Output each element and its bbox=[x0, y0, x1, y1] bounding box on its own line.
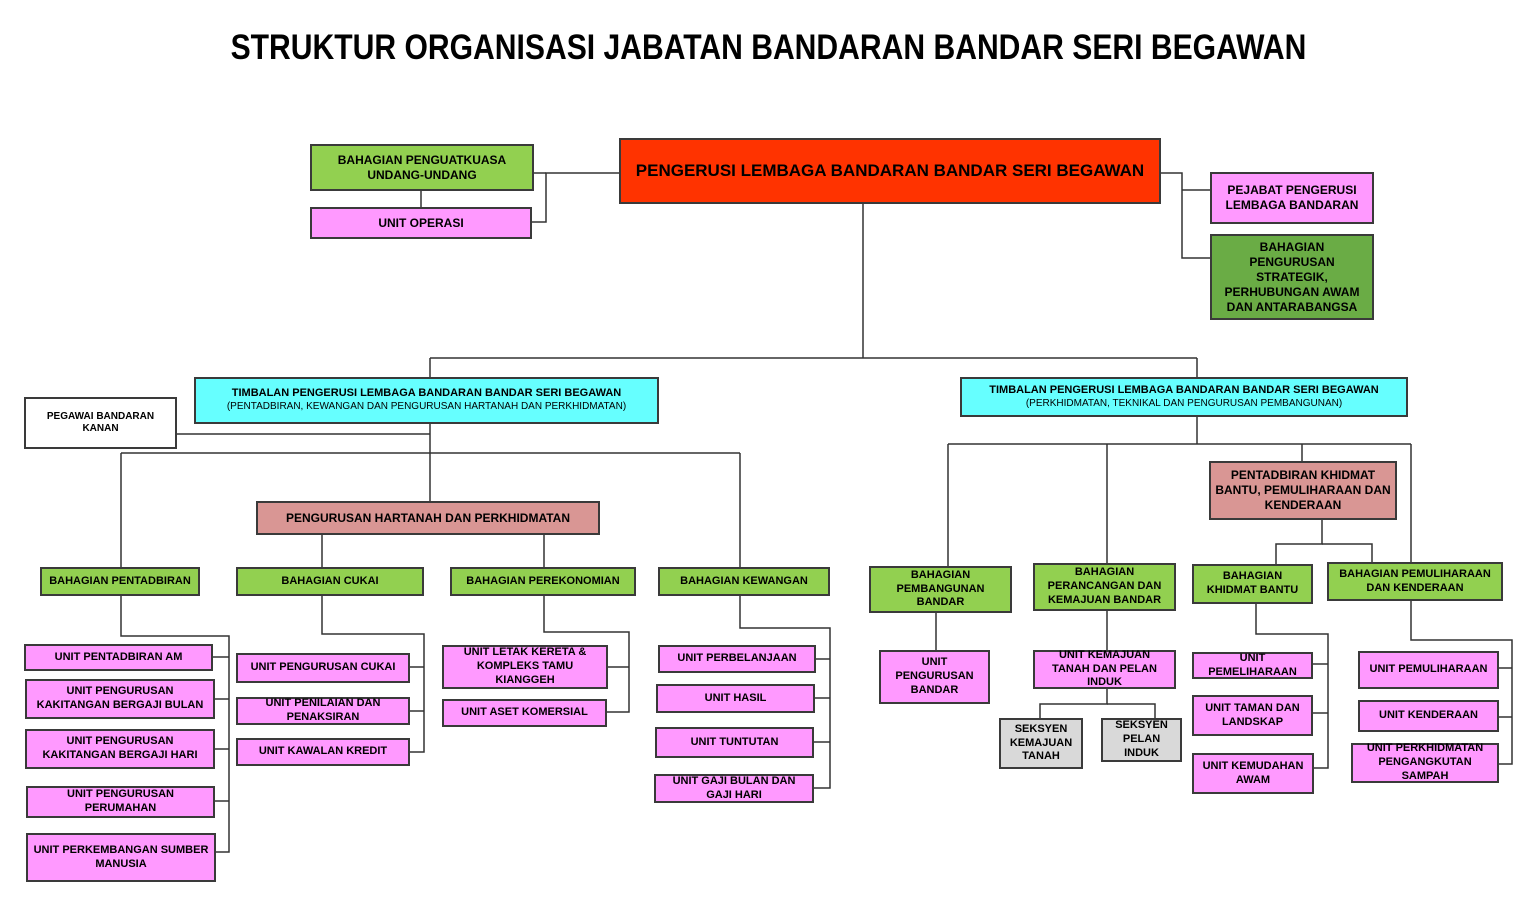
finance-division-box: BAHAGIAN KEWANGAN bbox=[658, 567, 830, 596]
support-unit-box: UNIT KEMUDAHAN AWAM bbox=[1192, 753, 1314, 794]
support-division-box: BAHAGIAN KHIDMAT BANTU bbox=[1192, 564, 1313, 604]
admin-unit-box: UNIT PENGURUSAN PERUMAHAN bbox=[26, 786, 215, 818]
excise-unit-box: UNIT KAWALAN KREDIT bbox=[236, 738, 410, 766]
finance-unit-box: UNIT TUNTUTAN bbox=[655, 727, 814, 758]
right-deputy-box: TIMBALAN PENGERUSI LEMBAGA BANDARAN BAND… bbox=[960, 377, 1408, 417]
finance-unit-box: UNIT GAJI BULAN DAN GAJI HARI bbox=[654, 774, 814, 803]
development-division-box: BAHAGIAN PEMBANGUNAN BANDAR bbox=[869, 566, 1012, 613]
excise-unit-box: UNIT PENILAIAN DAN PENAKSIRAN bbox=[236, 697, 410, 725]
property-management-box: PENGURUSAN HARTANAH DAN PERKHIDMATAN bbox=[256, 501, 600, 535]
conservation-unit-box: UNIT KENDERAAN bbox=[1358, 700, 1499, 732]
conservation-unit-box: UNIT PERKHIDMATAN PENGANGKUTAN SAMPAH bbox=[1351, 742, 1499, 783]
finance-unit-box: UNIT HASIL bbox=[656, 684, 815, 713]
right-deputy-title: TIMBALAN PENGERUSI LEMBAGA BANDARAN BAND… bbox=[989, 383, 1379, 396]
planning-section-box: SEKSYEN KEMAJUAN TANAH bbox=[999, 718, 1083, 769]
enforcement-division-box: BAHAGIAN PENGUATKUASA UNDANG-UNDANG bbox=[310, 144, 534, 191]
left-deputy-subtitle: (PENTADBIRAN, KEWANGAN DAN PENGURUSAN HA… bbox=[226, 401, 627, 413]
left-deputy-title: TIMBALAN PENGERUSI LEMBAGA BANDARAN BAND… bbox=[231, 387, 622, 400]
admin-unit-box: UNIT PENGURUSAN KAKITANGAN BERGAJI BULAN bbox=[25, 679, 215, 719]
support-admin-box: PENTADBIRAN KHIDMAT BANTU, PEMULIHARAAN … bbox=[1209, 461, 1397, 520]
support-unit-box: UNIT TAMAN DAN LANDSKAP bbox=[1192, 695, 1313, 736]
admin-unit-box: UNIT PENGURUSAN KAKITANGAN BERGAJI HARI bbox=[25, 729, 215, 769]
left-deputy-box: TIMBALAN PENGERUSI LEMBAGA BANDARAN BAND… bbox=[194, 377, 659, 424]
excise-unit-box: UNIT PENGURUSAN CUKAI bbox=[236, 653, 410, 683]
economy-unit-box: UNIT LETAK KERETA & KOMPLEKS TAMU KIANGG… bbox=[442, 645, 608, 689]
development-unit-box: UNIT PENGURUSAN BANDAR bbox=[879, 650, 990, 704]
economy-unit-box: UNIT ASET KOMERSIAL bbox=[442, 699, 607, 727]
excise-division-box: BAHAGIAN CUKAI bbox=[236, 567, 424, 596]
right-deputy-subtitle: (PERKHIDMATAN, TEKNIKAL DAN PENGURUSAN P… bbox=[1025, 397, 1343, 409]
admin-division-box: BAHAGIAN PENTADBIRAN bbox=[40, 567, 200, 596]
admin-unit-box: UNIT PERKEMBANGAN SUMBER MANUSIA bbox=[26, 833, 216, 882]
operations-unit-box: UNIT OPERASI bbox=[310, 207, 532, 239]
finance-unit-box: UNIT PERBELANJAAN bbox=[658, 645, 816, 673]
conservation-division-box: BAHAGIAN PEMULIHARAAN DAN KENDERAAN bbox=[1327, 562, 1503, 601]
strategic-division-box: BAHAGIAN PENGURUSAN STRATEGIK, PERHUBUNG… bbox=[1210, 234, 1374, 320]
conservation-unit-box: UNIT PEMULIHARAAN bbox=[1358, 651, 1499, 689]
chairman-box: PENGERUSI LEMBAGA BANDARAN BANDAR SERI B… bbox=[619, 138, 1161, 204]
support-unit-box: UNIT PEMELIHARAAN bbox=[1192, 652, 1313, 679]
senior-officer-box: PEGAWAI BANDARAN KANAN bbox=[24, 397, 177, 449]
planning-division-box: BAHAGIAN PERANCANGAN DAN KEMAJUAN BANDAR bbox=[1033, 563, 1176, 611]
economy-division-box: BAHAGIAN PEREKONOMIAN bbox=[450, 567, 636, 596]
planning-unit-box: UNIT KEMAJUAN TANAH DAN PELAN INDUK bbox=[1033, 649, 1176, 689]
page-title: STRUKTUR ORGANISASI JABATAN BANDARAN BAN… bbox=[230, 28, 1307, 67]
chairman-office-box: PEJABAT PENGERUSI LEMBAGA BANDARAN bbox=[1210, 172, 1374, 224]
planning-section-box: SEKSYEN PELAN INDUK bbox=[1101, 718, 1182, 762]
admin-unit-box: UNIT PENTADBIRAN AM bbox=[24, 644, 213, 671]
